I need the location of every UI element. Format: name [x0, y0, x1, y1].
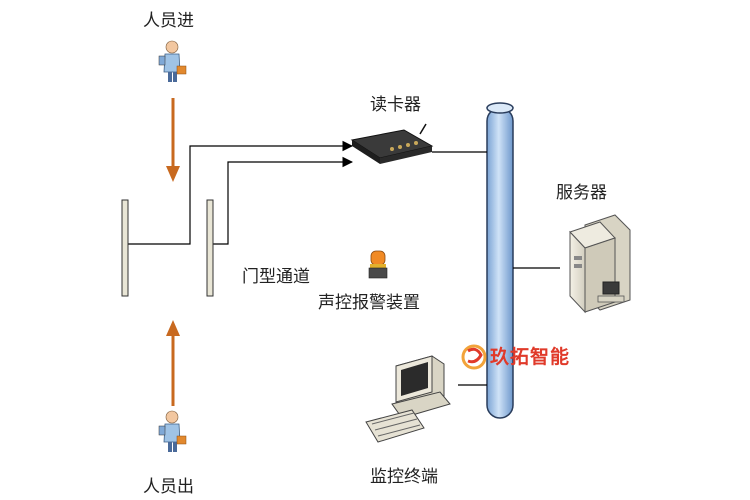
gate-posts	[121, 199, 214, 297]
gate-channel-label: 门型通道	[242, 267, 310, 287]
exit-flow-arrow	[166, 320, 180, 406]
gate-to-reader-line-lower	[211, 156, 354, 245]
brand-watermark: 玖拓智能	[462, 342, 570, 369]
person-in-label: 人员进	[143, 11, 194, 31]
network-bus	[486, 102, 514, 419]
card-reader-icon	[350, 123, 434, 164]
person-exiting-icon	[158, 410, 187, 452]
server-label: 服务器	[556, 183, 607, 203]
connection-lines	[128, 140, 560, 386]
brand-name: 玖拓智能	[490, 346, 571, 368]
alarm-light-icon	[368, 250, 388, 279]
brand-logo-icon	[461, 344, 487, 370]
monitor-label: 监控终端	[370, 467, 438, 487]
card-reader-label: 读卡器	[370, 95, 421, 115]
server-icon	[569, 214, 631, 314]
monitor-terminal-icon	[365, 355, 451, 443]
entry-flow-arrow	[166, 98, 180, 182]
alarm-label: 声控报警装置	[318, 293, 420, 313]
gate-to-reader-line-upper	[128, 140, 354, 245]
person-out-label: 人员出	[143, 477, 194, 497]
person-entering-icon	[158, 40, 187, 82]
